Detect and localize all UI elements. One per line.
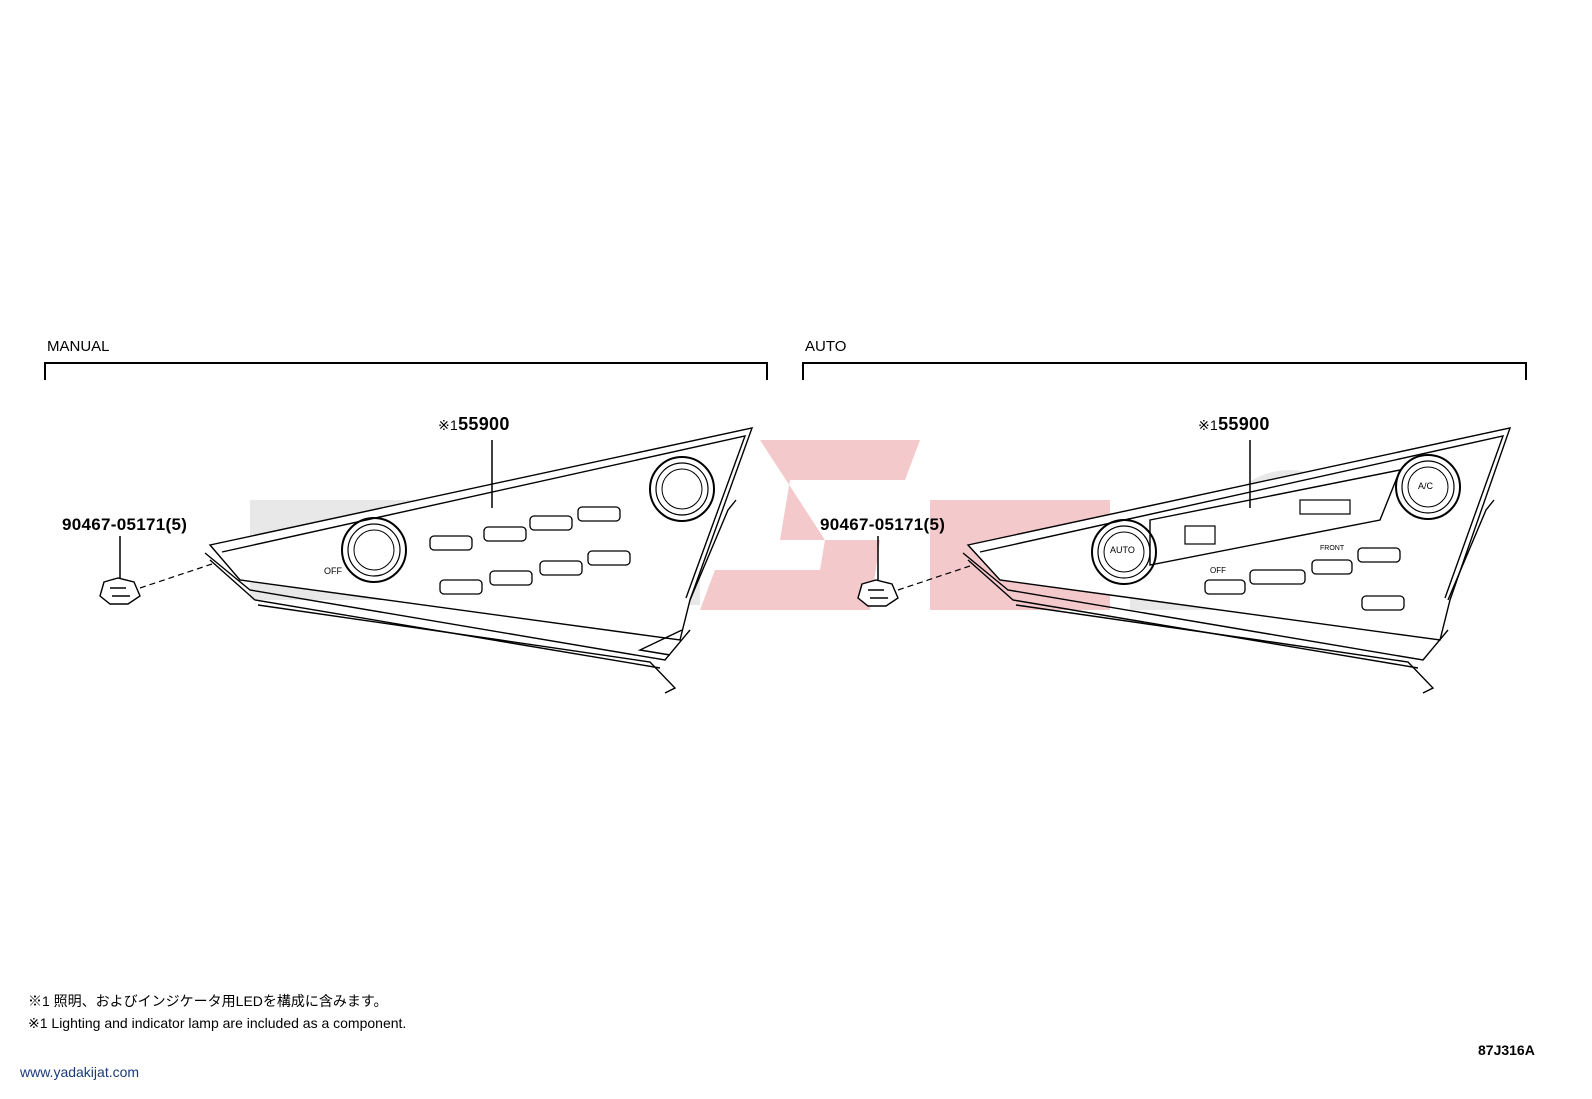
note-japanese: ※1 照明、およびインジケータ用LEDを構成に含みます。 <box>28 993 388 1009</box>
manual-off-label: OFF <box>324 566 342 576</box>
auto-off-label: OFF <box>1210 566 1226 575</box>
manual-left-knob <box>341 517 407 583</box>
watermark-url[interactable]: www.yadakijat.com <box>20 1064 140 1080</box>
manual-button-grid <box>429 506 631 595</box>
manual-part-number[interactable]: ※155900 <box>438 414 510 435</box>
ac-knob-label: A/C <box>1418 481 1434 491</box>
manual-part-mark: ※1 <box>438 417 459 433</box>
diagram-code: 87J316A <box>1478 1042 1535 1058</box>
manual-clip-part-number[interactable]: 90467-05171(5) <box>62 515 188 534</box>
auto-clip-dash <box>897 565 971 591</box>
auto-clip-part-number[interactable]: 90467-05171(5) <box>820 515 946 534</box>
auto-knob-label: AUTO <box>1110 545 1135 555</box>
auto-part-mark: ※1 <box>1198 417 1219 433</box>
auto-right-knob <box>1395 454 1461 520</box>
manual-part-number-value: 55900 <box>458 414 510 434</box>
front-defrost-label: FRONT <box>1320 545 1345 552</box>
manual-right-knob <box>649 456 715 522</box>
bracket-manual <box>44 362 768 380</box>
auto-display <box>1184 499 1351 545</box>
auto-part-number[interactable]: ※155900 <box>1198 414 1270 435</box>
manual-clip-dash <box>139 563 213 589</box>
auto-clip <box>857 579 899 607</box>
auto-section-title: AUTO <box>805 338 847 355</box>
manual-section-title: MANUAL <box>47 338 110 355</box>
bracket-auto <box>802 362 1527 380</box>
auto-left-knob <box>1091 519 1157 585</box>
manual-clip <box>99 577 141 605</box>
note-english: ※1 Lighting and indicator lamp are inclu… <box>28 1015 407 1031</box>
auto-part-number-value: 55900 <box>1218 414 1270 434</box>
manual-control-panel <box>204 427 754 694</box>
auto-control-panel <box>962 427 1512 694</box>
auto-button-grid <box>1204 547 1405 611</box>
